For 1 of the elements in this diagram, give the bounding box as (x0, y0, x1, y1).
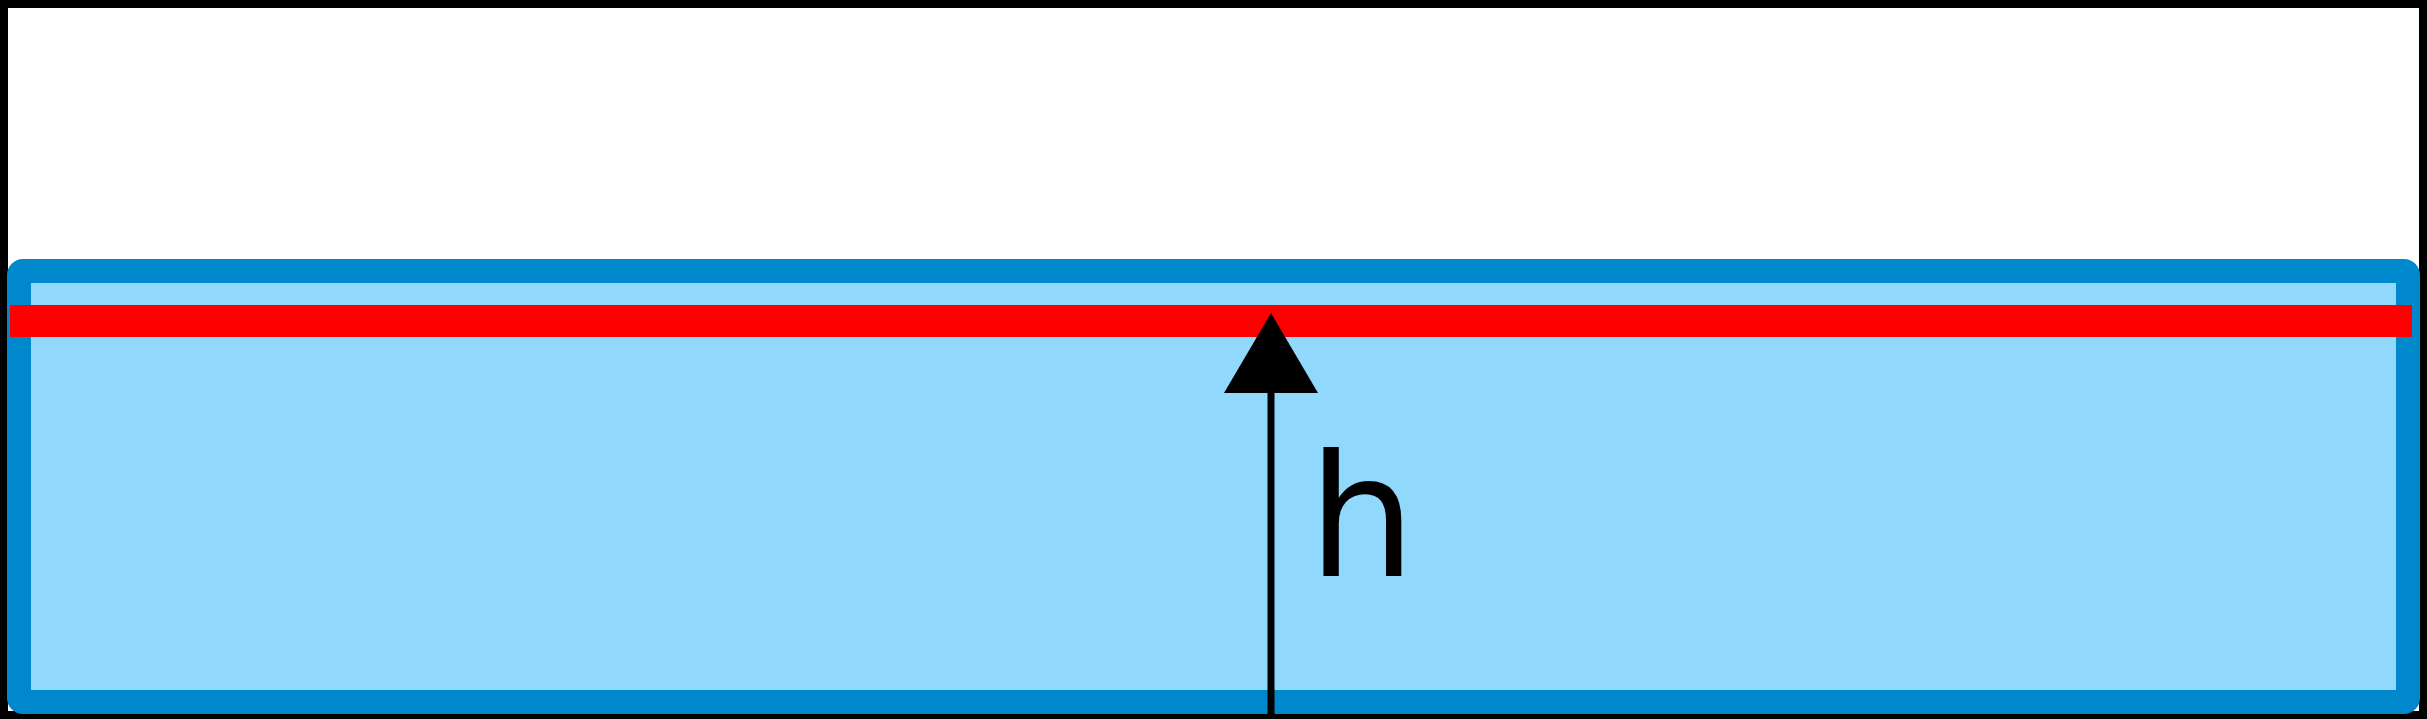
dimension-label: h (1308, 432, 1416, 602)
